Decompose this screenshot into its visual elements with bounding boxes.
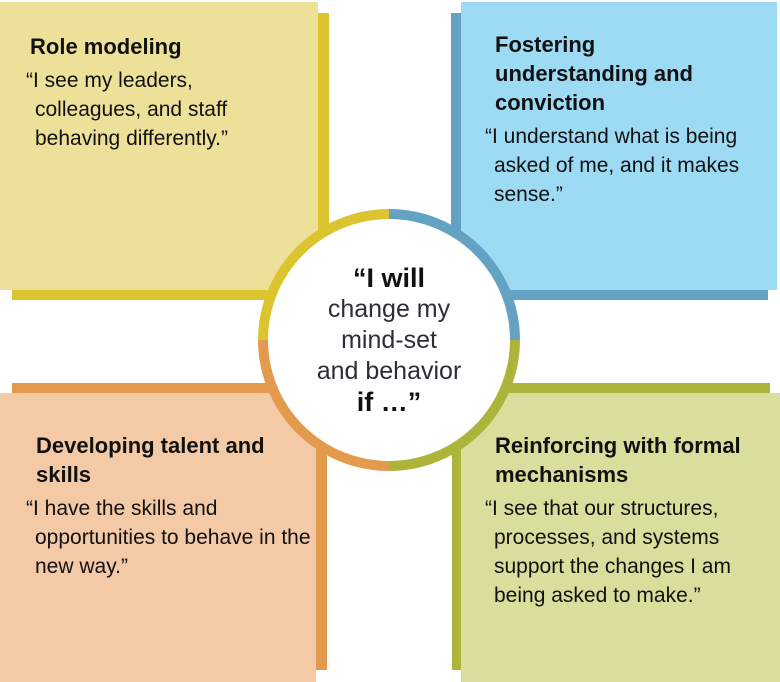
fostering-understanding-title: Fostering understanding and conviction — [495, 32, 693, 115]
fostering-understanding-quote: “I understand what is being asked of me,… — [485, 125, 740, 206]
center-line-1: “I will — [352, 262, 425, 293]
developing-talent-title: Developing talent and skills — [36, 433, 265, 487]
role-modeling-box: Role modeling “I see my leaders, colleag… — [0, 2, 318, 290]
center-line-3: mind-set — [341, 325, 437, 354]
fostering-understanding-box: Fostering understanding and conviction “… — [461, 2, 777, 290]
center-line-4: and behavior — [316, 356, 462, 385]
developing-talent-box: Developing talent and skills “I have the… — [0, 393, 316, 682]
reinforcing-mechanisms-quote: “I see that our structures, processes, a… — [485, 497, 731, 607]
role-modeling-quote: “I see my leaders, colleagues, and staff… — [26, 69, 229, 150]
reinforcing-mechanisms-box: Reinforcing with formal mechanisms “I se… — [461, 393, 780, 682]
role-modeling-title: Role modeling — [30, 34, 182, 59]
center-line-5: if …” — [356, 386, 422, 417]
center-statement: “I will change my mind-set and behavior … — [268, 219, 510, 461]
developing-talent-quote: “I have the skills and opportunities to … — [26, 497, 311, 578]
center-line-2: change my — [327, 294, 451, 323]
reinforcing-mechanisms-title: Reinforcing with formal mechanisms — [495, 433, 741, 487]
center-circle: “I will change my mind-set and behavior … — [258, 209, 520, 471]
